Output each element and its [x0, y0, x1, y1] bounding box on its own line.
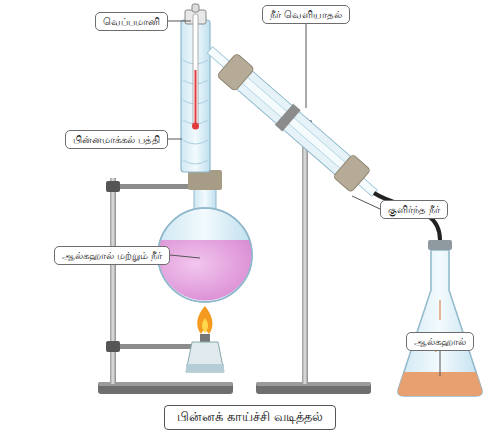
leader-lines [168, 21, 440, 376]
retort-stand [256, 118, 371, 394]
label-text: நீர் வெளியாதல் [270, 8, 342, 21]
label-box: குளிர்ந்த நீர் [380, 200, 448, 219]
label-text: ஆல்கஹால் மற்றும் நீர் [62, 249, 162, 262]
label-text: குளிர்ந்த நீர் [388, 203, 440, 216]
label-box: வெப்பமானி [95, 12, 168, 31]
label-text: பின்னமாக்கல் பத்தி [73, 133, 160, 146]
caption: பின்னக் காய்ச்சி வடித்தல் [164, 405, 336, 430]
liebig-condenser [200, 39, 384, 205]
fractionating-column [181, 4, 210, 172]
label-text: வெப்பமானி [103, 15, 160, 28]
spirit-lamp [186, 306, 224, 372]
thermometer [192, 14, 199, 130]
label-box: ஆல்கஹால் மற்றும் நீர் [54, 246, 170, 265]
label-box: ஆல்கஹால் [406, 332, 474, 351]
label-box: பின்னமாக்கல் பத்தி [65, 130, 168, 149]
label-box: நீர் வெளியாதல் [262, 5, 350, 24]
round-bottom-flask [158, 170, 252, 302]
label-text: ஆல்கஹால் [414, 335, 466, 348]
conical-flask [398, 240, 482, 396]
